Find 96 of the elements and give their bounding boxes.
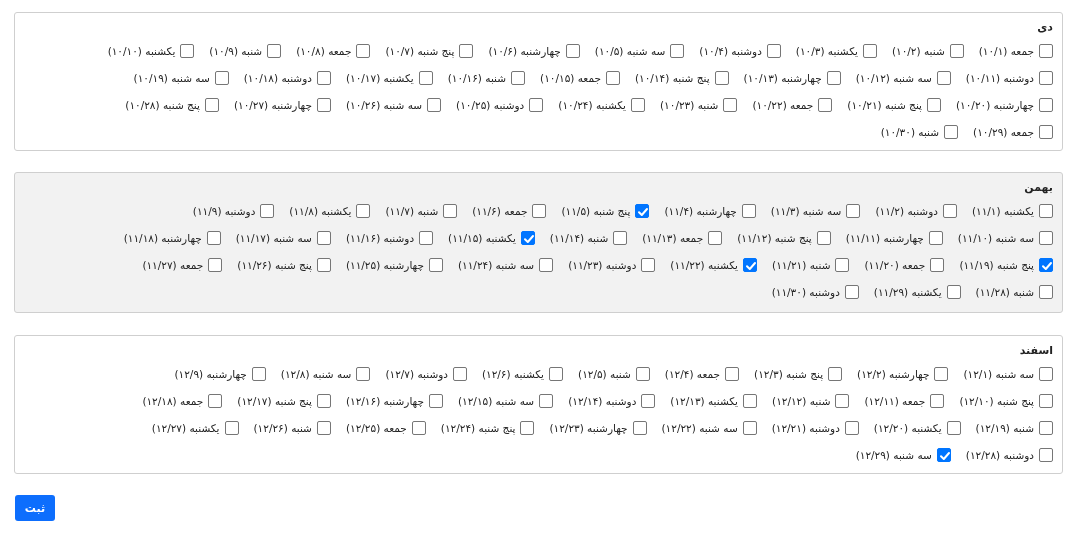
- checkbox-label: جمعه (۱۰/۲۹): [973, 125, 1034, 138]
- checkbox-label: جمعه (۱۱/۲۰): [864, 258, 926, 271]
- checkbox-label: چهارشنبه (۱۰/۶): [488, 44, 561, 57]
- checkbox-label: جمعه (۱۰/۲۲): [752, 98, 814, 111]
- checkbox-label: یکشنبه (۱۰/۳): [795, 44, 858, 57]
- checkbox-label: دوشنبه (۱۱/۹): [192, 204, 256, 217]
- checkbox-label: شنبه (۱۲/۱۲): [772, 394, 831, 407]
- checkbox-label: سه شنبه (۱۲/۱): [963, 367, 1034, 380]
- month-heading: اسفند: [1018, 343, 1053, 359]
- checkbox-label: جمعه (۱۰/۱): [978, 44, 1034, 57]
- checkbox-label: سه شنبه (۱۲/۸): [280, 367, 352, 380]
- checkbox-label: دوشنبه (۱۲/۷): [385, 367, 448, 380]
- checkbox-label: پنج شنبه (۱۰/۷): [385, 44, 455, 57]
- submit-button: ثبت: [15, 495, 55, 521]
- checkbox-label: جمعه (۱۲/۱۱): [864, 394, 926, 407]
- month-heading: دی: [1036, 20, 1053, 36]
- checkbox-label: یکشنبه (۱۱/۸): [289, 204, 352, 217]
- checkbox-label: سه شنبه (۱۲/۲۹): [855, 448, 932, 461]
- checkbox-label: دوشنبه (۱۰/۴): [699, 44, 762, 57]
- checkbox-label: سه شنبه (۱۰/۲۶): [345, 98, 423, 111]
- checkbox-label: چهارشنبه (۱۱/۲۵): [345, 258, 424, 271]
- checkbox-label: سه شنبه (۱۱/۲۴): [457, 258, 535, 271]
- checkbox-label: یکشنبه (۱۰/۱۷): [345, 71, 414, 84]
- checkbox-label: جمعه (۱۰/۱۵): [540, 71, 601, 84]
- checkbox-label: چهارشنبه (۱۱/۱۸): [123, 231, 202, 244]
- checkbox-label: چهارشنبه (۱۲/۲۳): [549, 421, 628, 434]
- checkbox-label: چهارشنبه (۱۰/۲۰): [955, 98, 1034, 111]
- checkbox-label: دوشنبه (۱۱/۲): [875, 204, 938, 217]
- checkbox-label: شنبه (۱۱/۱۴): [549, 231, 609, 244]
- checkbox-label: چهارشنبه (۱۰/۲۷): [233, 98, 312, 111]
- checkbox-label: شنبه (۱۲/۱۹): [975, 421, 1034, 434]
- checkbox-label: چهارشنبه (۱۲/۲): [857, 367, 930, 380]
- checkbox-label: دوشنبه (۱۱/۲۳): [568, 258, 637, 271]
- checkbox-label: دوشنبه (۱۰/۲۵): [456, 98, 525, 111]
- checkbox-label: یکشنبه (۱۲/۲۰): [873, 421, 942, 434]
- checkbox-label: چهارشنبه (۱۲/۱۶): [345, 394, 424, 407]
- checkbox-label: شنبه (۱۰/۳۰): [880, 125, 940, 138]
- checkbox-label: سه شنبه (۱۲/۱۵): [457, 394, 535, 407]
- checkbox-label: جمعه (۱۲/۲۵): [345, 421, 407, 434]
- checkbox-label: پنج شنبه (۱۱/۵): [561, 204, 631, 217]
- checkbox-label: شنبه (۱۱/۲۸): [975, 285, 1034, 298]
- checkbox-label: شنبه (۱۲/۲۶): [253, 421, 312, 434]
- checkbox-label: یکشنبه (۱۲/۲۷): [151, 421, 220, 434]
- checkbox-label: جمعه (۱۰/۸): [296, 44, 352, 57]
- checkbox-label: پنج شنبه (۱۱/۲۶): [237, 258, 312, 271]
- checkbox-label: جمعه (۱۲/۱۸): [142, 394, 204, 407]
- checkbox-label: سه شنبه (۱۲/۲۲): [661, 421, 738, 434]
- checkbox-label: پنج شنبه (۱۱/۱۹): [959, 258, 1034, 271]
- checkbox-label: یکشنبه (۱۲/۶): [481, 367, 544, 380]
- checkbox-label: جمعه (۱۱/۱۳): [642, 231, 704, 244]
- checkbox-label: پنج شنبه (۱۲/۱۷): [237, 394, 312, 407]
- checkbox-label: یکشنبه (۱۱/۲۲): [670, 258, 739, 271]
- checkbox-label: چهارشنبه (۱۰/۱۳): [743, 71, 822, 84]
- month-panel: [14, 12, 1063, 151]
- checkbox-label: دوشنبه (۱۱/۳۰): [771, 285, 840, 298]
- month-panel: [14, 172, 1063, 313]
- checkbox-label: یکشنبه (۱۱/۲۹): [873, 285, 942, 298]
- checkbox-label: پنج شنبه (۱۰/۲۸): [125, 98, 200, 111]
- checkbox-label: پنج شنبه (۱۱/۱۲): [737, 231, 812, 244]
- checkbox-label: سه شنبه (۱۱/۳): [770, 204, 842, 217]
- checkbox-label: شنبه (۱۰/۲۳): [660, 98, 719, 111]
- checkbox-label: سه شنبه (۱۰/۵): [594, 44, 666, 57]
- checkbox-label: دوشنبه (۱۲/۱۴): [568, 394, 637, 407]
- checkbox-label: جمعه (۱۱/۲۷): [142, 258, 204, 271]
- checkbox-label: یکشنبه (۱۲/۱۳): [670, 394, 739, 407]
- checkbox-label: چهارشنبه (۱۱/۱۱): [845, 231, 924, 244]
- checkbox-label: سه شنبه (۱۱/۱۰): [957, 231, 1034, 244]
- checkbox-label: یکشنبه (۱۰/۲۴): [558, 98, 626, 111]
- checkbox-label: شنبه (۱۰/۲): [891, 44, 945, 57]
- checkbox-label: پنج شنبه (۱۲/۲۴): [440, 421, 516, 434]
- checkbox-label: چهارشنبه (۱۱/۴): [664, 204, 737, 217]
- checkbox-label: دوشنبه (۱۰/۱۱): [965, 71, 1034, 84]
- checkbox-label: پنج شنبه (۱۲/۱۰): [959, 394, 1034, 407]
- checkbox-label: یکشنبه (۱۱/۱): [971, 204, 1034, 217]
- checkbox-label: شنبه (۱۲/۵): [578, 367, 631, 380]
- checkbox-label: جمعه (۱۲/۴): [664, 367, 721, 380]
- month-panel: [14, 335, 1063, 474]
- checkbox-label: شنبه (۱۱/۷): [385, 204, 439, 217]
- checkbox-label: جمعه (۱۱/۶): [472, 204, 528, 217]
- checkbox-label: سه شنبه (۱۰/۱۲): [855, 71, 932, 84]
- checkbox-label: چهارشنبه (۱۲/۹): [174, 367, 247, 380]
- checkbox-label: شنبه (۱۱/۲۱): [772, 258, 831, 271]
- checkbox-label: شنبه (۱۰/۹): [209, 44, 263, 57]
- checkbox-label: سه شنبه (۱۱/۱۷): [235, 231, 312, 244]
- month-heading: بهمن: [1023, 180, 1053, 196]
- checkbox-label: دوشنبه (۱۲/۲۱): [771, 421, 840, 434]
- checkbox-label: دوشنبه (۱۱/۱۶): [345, 231, 415, 244]
- checkbox-label: سه شنبه (۱۰/۱۹): [133, 71, 210, 84]
- checkbox-label: یکشنبه (۱۱/۱۵): [448, 231, 516, 244]
- checkbox-label: یکشنبه (۱۰/۱۰): [107, 44, 176, 57]
- checkbox-label: دوشنبه (۱۲/۲۸): [965, 448, 1034, 461]
- checkbox-label: پنج شنبه (۱۰/۱۴): [635, 71, 710, 84]
- checkbox-label: دوشنبه (۱۰/۱۸): [243, 71, 312, 84]
- checkbox-label: پنج شنبه (۱۰/۲۱): [847, 98, 922, 111]
- checkbox-label: شنبه (۱۰/۱۶): [447, 71, 507, 84]
- checkbox-label: پنج شنبه (۱۲/۳): [754, 367, 824, 380]
